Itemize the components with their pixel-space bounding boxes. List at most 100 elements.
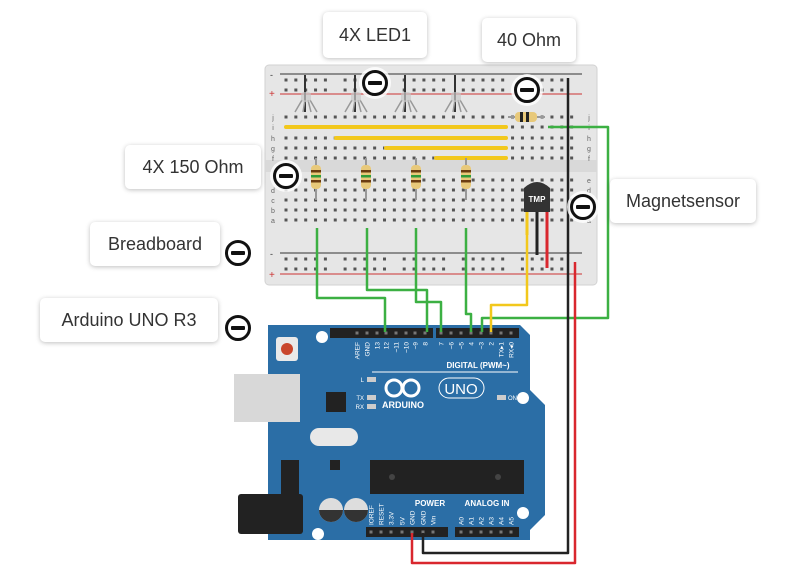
- row-letter: j: [587, 115, 590, 122]
- power-jack: [238, 494, 303, 534]
- digital-header-right[interactable]: [436, 328, 519, 338]
- row-letter: h: [271, 136, 275, 143]
- row-letter: i: [588, 125, 590, 132]
- minus-icon: [368, 81, 382, 85]
- pin-label: ~9: [413, 342, 420, 350]
- callout-label: 4X 150 Ohm: [142, 156, 244, 177]
- rgb-led[interactable]: [301, 92, 311, 102]
- pin-label: 3.3V: [389, 511, 396, 525]
- pin-label: GND: [365, 342, 372, 357]
- sensor-label: TMP: [529, 195, 547, 204]
- minus-icon: [231, 326, 245, 330]
- model-label: UNO: [444, 381, 477, 398]
- pin-label: RX◂0: [509, 342, 516, 358]
- row-letter: i: [272, 125, 274, 132]
- callout-arduino[interactable]: Arduino UNO R3: [40, 298, 218, 342]
- wire-pin-3: [480, 125, 610, 332]
- pin-label: ~3: [479, 342, 486, 350]
- analog-title: ANALOG IN: [465, 499, 510, 508]
- pin-label: 8: [423, 342, 430, 346]
- row-letter: d: [587, 188, 591, 195]
- minus-button-arduino[interactable]: [225, 315, 251, 341]
- callout-label: Breadboard: [107, 233, 203, 254]
- callout-led[interactable]: 4X LED1: [323, 12, 427, 58]
- wire-5v: [410, 262, 577, 565]
- led-rx-label: RX: [356, 405, 364, 411]
- led-array[interactable]: [294, 75, 468, 113]
- minus-button-40-ohm[interactable]: [514, 77, 540, 103]
- wire-pin-12: [315, 228, 387, 332]
- pin-label: GND: [421, 510, 428, 525]
- minus-button-led[interactable]: [362, 70, 388, 96]
- row-letter: g: [271, 146, 275, 153]
- pin-label: ~5: [459, 342, 466, 350]
- wire-pin-8: [365, 228, 429, 332]
- pin-label: AREF: [355, 342, 362, 359]
- wire-pin-2: [489, 230, 529, 332]
- row-letter: b: [271, 208, 275, 215]
- pin-label: 7: [439, 342, 446, 346]
- led-tx-label: TX: [356, 396, 364, 402]
- led-on-label: ON: [508, 396, 517, 402]
- rail-minus-label: -: [270, 70, 273, 80]
- resistors-150-ohm[interactable]: [311, 158, 471, 200]
- led-l-label: L: [361, 378, 365, 384]
- pin-label: 13: [375, 342, 382, 350]
- minus-button-150-ohm[interactable]: [273, 163, 299, 189]
- callout-40-ohm[interactable]: 40 Ohm: [482, 18, 576, 62]
- row-letter: e: [587, 178, 591, 185]
- pin-label: 4: [469, 342, 476, 346]
- power-header[interactable]: [366, 527, 448, 537]
- pin-label: A0: [459, 517, 466, 525]
- resistor-40-ohm[interactable]: [508, 112, 545, 122]
- minus-button-magnetsensor[interactable]: [570, 194, 596, 220]
- pin-label: ~10: [404, 342, 411, 353]
- rgb-led[interactable]: [351, 92, 361, 102]
- pin-label: 2: [489, 342, 496, 346]
- rgb-led[interactable]: [401, 92, 411, 102]
- pin-label: GND: [410, 510, 417, 525]
- analog-header[interactable]: [455, 527, 519, 537]
- row-letter: f: [588, 156, 590, 163]
- minus-icon: [520, 88, 534, 92]
- row-letter: j: [271, 115, 274, 122]
- wire-pin-7: [414, 228, 443, 332]
- rail-minus-label-bottom: -: [270, 249, 273, 259]
- callout-150-ohm[interactable]: 4X 150 Ohm: [125, 145, 261, 189]
- rgb-led[interactable]: [451, 92, 461, 102]
- rail-plus-label-bottom: +: [269, 270, 275, 281]
- pin-label: A2: [479, 517, 486, 525]
- digital-header-left[interactable]: [330, 328, 433, 338]
- pin-label: IOREF: [369, 505, 376, 525]
- minus-icon: [279, 174, 293, 178]
- wire-pin-4: [464, 228, 473, 332]
- row-letter: c: [271, 198, 275, 205]
- callout-label: Magnetsensor: [625, 190, 741, 211]
- callout-breadboard[interactable]: Breadboard: [90, 222, 220, 266]
- callout-magnetsensor[interactable]: Magnetsensor: [610, 179, 756, 223]
- wires[interactable]: [315, 78, 610, 565]
- pin-label: A3: [489, 517, 496, 525]
- pin-label: ~11: [394, 342, 401, 353]
- minus-icon: [231, 251, 245, 255]
- brand-label: ARDUINO: [382, 400, 424, 410]
- pin-label: RESET: [379, 503, 386, 525]
- row-letter: f: [272, 156, 274, 163]
- minus-button-breadboard[interactable]: [225, 240, 251, 266]
- pin-label: 5V: [400, 516, 407, 525]
- digital-title: DIGITAL (PWM~): [446, 361, 509, 370]
- pin-label: A1: [469, 517, 476, 525]
- callout-label: 4X LED1: [338, 24, 412, 45]
- magnet-sensor[interactable]: TMP: [524, 182, 550, 268]
- arduino-logo: ARDUINO: [382, 378, 424, 410]
- minus-icon: [576, 205, 590, 209]
- wire-gnd: [421, 78, 570, 555]
- callout-label: 40 Ohm: [496, 29, 562, 50]
- yellow-jumpers[interactable]: [284, 125, 508, 160]
- pin-label: TX▸1: [499, 342, 506, 358]
- rail-plus-label: +: [269, 89, 275, 100]
